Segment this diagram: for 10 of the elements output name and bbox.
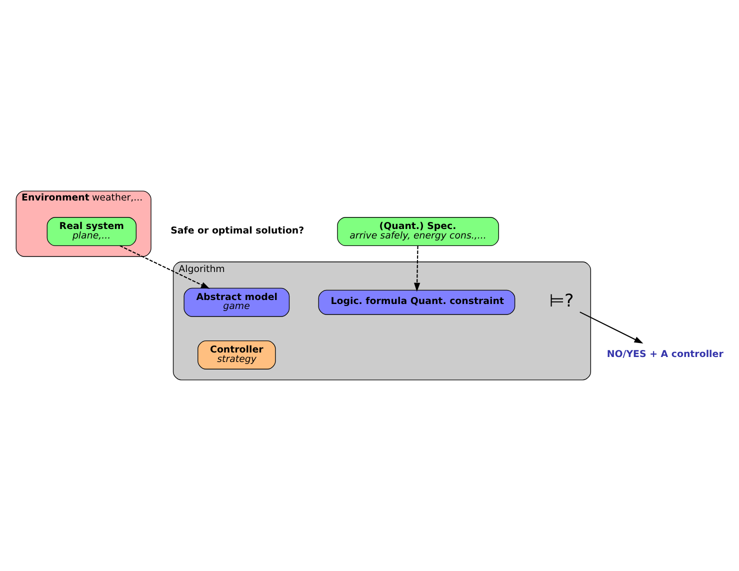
node-box: (Quant.) Spec. arrive safely, energy cons.,... — [337, 217, 499, 246]
node-box: Real system plane,... — [46, 217, 137, 246]
node-box: Abstract model game — [184, 288, 290, 317]
node-box: Logic. formula Quant. constraint — [318, 290, 516, 315]
arrow — [414, 246, 420, 292]
node-text: NO/YES + A controller — [606, 348, 724, 360]
node-text: ⊨? — [549, 292, 574, 312]
arrow — [120, 245, 210, 289]
label: Safe or optimal solution? — [170, 225, 304, 236]
node-box: Controller strategy — [198, 340, 276, 370]
